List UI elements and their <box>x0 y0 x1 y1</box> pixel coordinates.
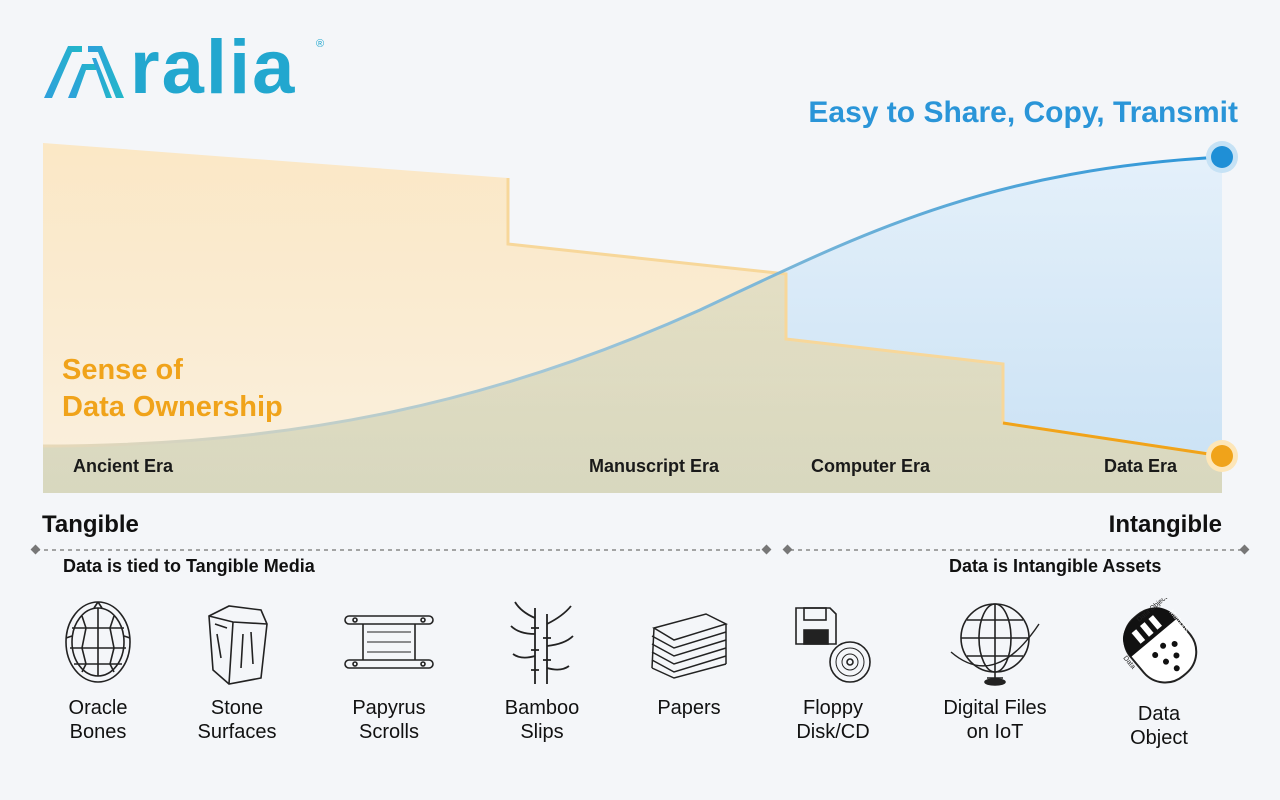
intangible-label: Intangible <box>1108 511 1222 538</box>
scroll-icon <box>344 615 434 669</box>
stone-block-icon <box>208 605 268 685</box>
media-item-data-object: Data Object Methods Data Data Object <box>1084 598 1234 750</box>
media-label: Data Object <box>1130 703 1188 749</box>
data-object-icon: Data Object Methods Data <box>1121 598 1198 684</box>
ground-band <box>43 274 1222 493</box>
media-label: Papyrus Scrolls <box>352 697 426 743</box>
media-label: Oracle Bones <box>68 697 128 743</box>
ownership-endpoint <box>1211 445 1233 467</box>
registered-mark: ® <box>316 38 325 50</box>
media-label: Digital Files on IoT <box>943 697 1047 743</box>
globe-icon <box>950 603 1040 686</box>
floppy-cd-icon <box>795 607 871 683</box>
intangible-caption: Data is Intangible Assets <box>949 556 1162 576</box>
media-item-bamboo-slips: Bamboo Slips <box>467 598 617 744</box>
media-item-stone-surfaces: Stone Surfaces <box>162 598 312 744</box>
tangible-label: Tangible <box>42 511 139 538</box>
sharing-curve <box>42 155 1223 448</box>
ownership-headline: Sense of Data Ownership <box>62 352 283 426</box>
ownership-headline-line2: Data Ownership <box>62 391 283 423</box>
media-item-digital-files: Digital Files on IoT <box>920 598 1070 744</box>
media-label: Bamboo Slips <box>504 697 580 743</box>
bamboo-icon <box>510 601 574 684</box>
era-data: Data Era <box>1104 456 1178 476</box>
ownership-headline-line1: Sense of <box>62 354 183 386</box>
era-computer: Computer Era <box>811 456 931 476</box>
media-label: Stone Surfaces <box>197 697 277 743</box>
era-ancient: Ancient Era <box>73 456 174 476</box>
sharing-headline: Easy to Share, Copy, Transmit <box>808 96 1238 129</box>
turtle-shell-icon <box>65 601 131 683</box>
aralia-logo: ralia ® <box>38 25 338 110</box>
logo-wordmark: ralia <box>130 25 297 110</box>
logo-mark-icon <box>44 46 124 98</box>
tangible-caption: Data is tied to Tangible Media <box>63 556 315 576</box>
media-item-floppy-cd: Floppy Disk/CD <box>758 598 908 744</box>
ownership-line-end <box>1002 421 1223 458</box>
paper-stack-icon <box>651 613 729 679</box>
media-item-papers: Papers <box>614 598 764 720</box>
media-item-papyrus-scrolls: Papyrus Scrolls <box>314 598 464 744</box>
media-label: Floppy Disk/CD <box>796 697 870 743</box>
media-item-oracle-bones: Oracle Bones <box>23 598 173 744</box>
sharing-endpoint <box>1211 146 1233 168</box>
era-manuscript: Manuscript Era <box>589 456 720 476</box>
media-label: Papers <box>657 697 721 719</box>
